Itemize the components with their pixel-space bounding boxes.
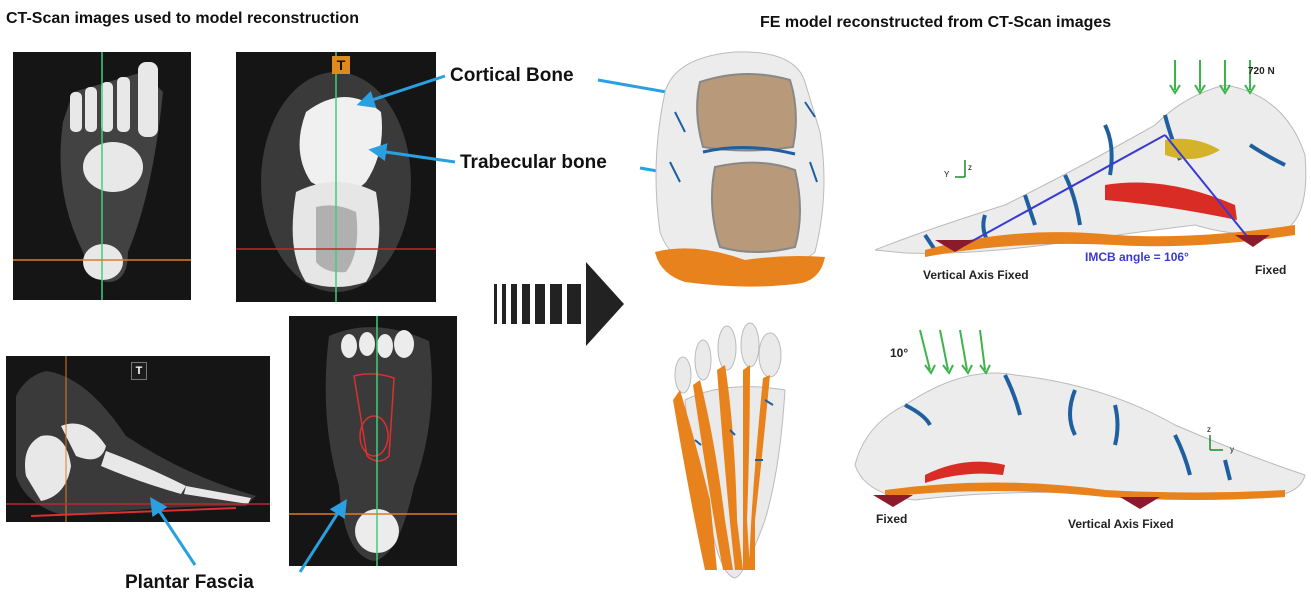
- vertical-axis-fixed-label-top: Vertical Axis Fixed: [923, 268, 1029, 282]
- arrow-to-sagittal-fascia: [152, 500, 195, 565]
- arrow-to-ct-cortical: [360, 76, 445, 104]
- process-arrow: [490, 262, 630, 346]
- axis-y-label-top: Y: [944, 170, 949, 179]
- axis-y-label-bottom: y: [1230, 445, 1234, 454]
- fixed-label-bottom: Fixed: [876, 512, 907, 526]
- arrow-to-plantar-fascia: [300, 502, 345, 572]
- axis-z-label-top: z: [968, 163, 972, 172]
- arrow-to-ct-trabecular: [372, 150, 455, 162]
- fe-model-side-dorsiflexed: [845, 325, 1311, 525]
- load-value-label: 720 N: [1248, 66, 1275, 77]
- axis-z-label-bottom: z: [1207, 425, 1211, 434]
- fixed-label-top: Fixed: [1255, 263, 1286, 277]
- fe-model-cross-section: [645, 42, 835, 294]
- imcb-angle-label: IMCB angle = 106°: [1085, 250, 1189, 264]
- angle-10-label: 10°: [890, 346, 908, 360]
- vertical-axis-fixed-label-bottom: Vertical Axis Fixed: [1068, 517, 1174, 531]
- fe-model-top-view: [655, 320, 805, 582]
